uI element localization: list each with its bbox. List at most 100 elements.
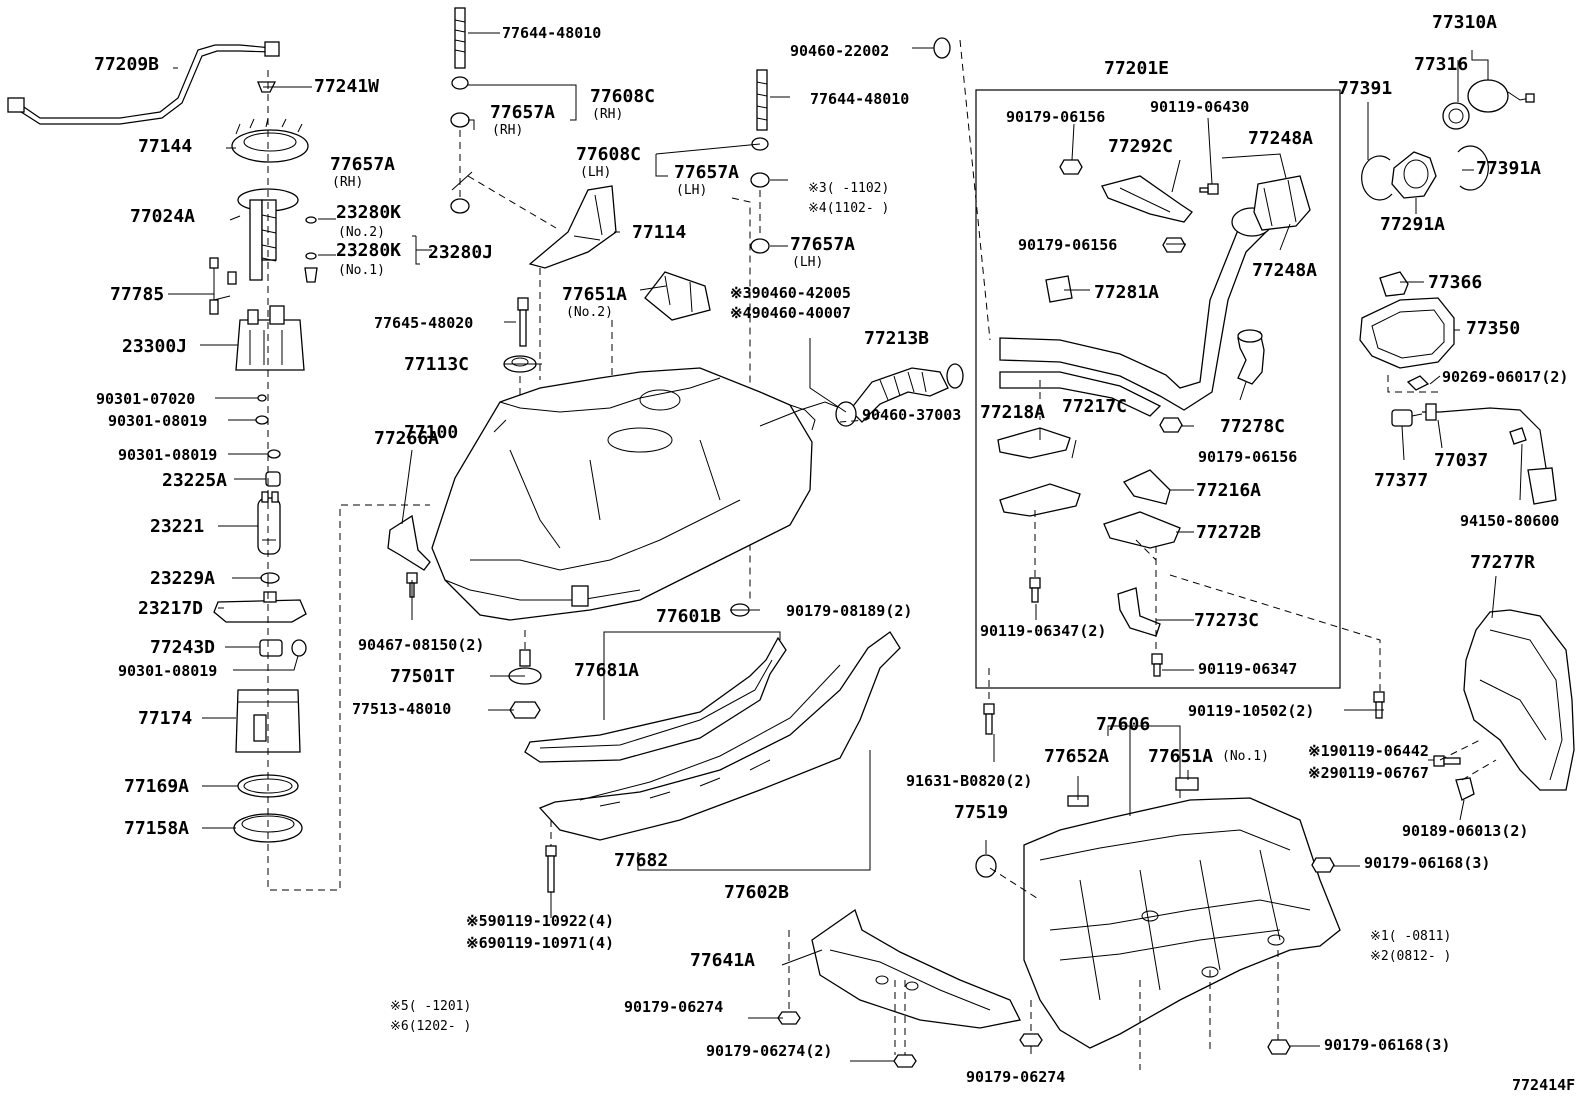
label-77169A: 77169A xyxy=(124,776,189,797)
label-77113C: 77113C xyxy=(404,354,469,375)
label-90189-06013: 90189-06013(2) xyxy=(1402,822,1528,840)
label-77292C: 77292C xyxy=(1108,136,1173,157)
label-23217D: 23217D xyxy=(138,598,203,619)
grommet-77519 xyxy=(975,854,997,878)
small-parts-23280k xyxy=(304,216,318,283)
filter-23217d xyxy=(213,591,307,623)
label-77519: 77519 xyxy=(954,802,1008,823)
clip-77281a xyxy=(1045,275,1073,303)
bolt-90119-06347-a xyxy=(1029,577,1041,603)
label-77513-48010: 77513-48010 xyxy=(352,700,451,718)
fuel-door-77350 xyxy=(1359,297,1455,369)
label-77785: 77785 xyxy=(110,284,164,305)
label-77216A: 77216A xyxy=(1196,480,1261,501)
nut-90179-06168-a xyxy=(1311,857,1335,873)
bracket-77272b xyxy=(1103,511,1181,549)
label-77657A-rh2: 77657A xyxy=(330,154,395,175)
label-77641A: 77641A xyxy=(690,950,755,971)
label-90301-08019-c: 90301-08019 xyxy=(118,662,217,680)
label-90119-06347-b: 90119-06347 xyxy=(1198,660,1297,678)
suction-cup-77174 xyxy=(235,689,301,753)
cushion-77608c-rh xyxy=(450,76,470,214)
label-77682: 77682 xyxy=(614,850,668,871)
fender-liner-77277r xyxy=(1463,609,1575,791)
label-77391A: 77391A xyxy=(1476,158,1541,179)
label-77158A: 77158A xyxy=(124,818,189,839)
gasket-77316 xyxy=(1442,102,1470,130)
label-77657A-lh1: 77657A xyxy=(674,162,739,183)
label-77608C-lh: 77608C xyxy=(576,144,641,165)
label-90119-10971: ※690119-10971(4) xyxy=(466,934,614,952)
bracket-77218a xyxy=(997,427,1071,459)
regulator-77243d xyxy=(259,639,307,657)
label-77217C: 77217C xyxy=(1062,396,1127,417)
label-77241W: 77241W xyxy=(314,76,379,97)
bolt-77645-48020 xyxy=(517,297,529,347)
label-77651A-no2: 77651A xyxy=(562,284,627,305)
bracket-77216a xyxy=(1123,469,1171,505)
label-91631-B0820: 91631-B0820(2) xyxy=(906,772,1032,790)
label-23221: 23221 xyxy=(150,516,204,537)
label-77501T: 77501T xyxy=(390,666,455,687)
label-90179-06156-c: 90179-06156 xyxy=(1198,448,1297,466)
label-77037: 77037 xyxy=(1434,450,1488,471)
label-23280K-2-note: (No.1) xyxy=(338,263,385,278)
note-6-range: ※6(1202- ) xyxy=(390,1019,471,1034)
label-77248A-a: 77248A xyxy=(1248,128,1313,149)
label-77645-48020: 77645-48020 xyxy=(374,314,473,332)
ring-77391 xyxy=(1361,155,1393,201)
protector-77641a xyxy=(811,908,1021,1029)
label-77651A-no1-note: (No.1) xyxy=(1222,749,1269,764)
label-77277R: 77277R xyxy=(1470,552,1535,573)
label-90179-08189: 90179-08189(2) xyxy=(786,602,912,620)
screw-90269-06017 xyxy=(1406,375,1430,391)
diagram-id: 772414F xyxy=(1512,1076,1575,1094)
nut-90179-06274-c xyxy=(1019,1033,1043,1047)
part-number-labels: 77209B 77241W 77144 77024A 23280K (No.2)… xyxy=(94,12,1575,1094)
pad-77651a-no1 xyxy=(1175,777,1199,791)
protector-77606 xyxy=(1023,797,1341,1049)
filler-neck-77291a xyxy=(1391,151,1437,199)
protector-77651a-no2 xyxy=(644,271,711,321)
fuel-tank-77100 xyxy=(431,367,816,621)
label-90179-06156-a: 90179-06156 xyxy=(1006,108,1105,126)
label-23300J: 23300J xyxy=(122,336,187,357)
stud-bolt-77644-left xyxy=(454,7,466,69)
label-23229A: 23229A xyxy=(150,568,215,589)
label-77248A-b: 77248A xyxy=(1252,260,1317,281)
clip-90189-06013 xyxy=(1455,777,1475,801)
bracket-77292c xyxy=(1101,175,1193,223)
tank-band-77681a xyxy=(524,636,787,763)
label-90119-10502: 90119-10502(2) xyxy=(1188,702,1314,720)
leader-lines xyxy=(168,32,1523,1062)
label-77366: 77366 xyxy=(1428,272,1482,293)
protector-77114 xyxy=(528,185,617,269)
label-94150-80600: 94150-80600 xyxy=(1460,512,1559,530)
label-90269-06017: 90269-06017(2) xyxy=(1442,368,1568,386)
label-90179-06168-a: 90179-06168(3) xyxy=(1364,854,1490,872)
label-90460-40007: ※490460-40007 xyxy=(730,304,851,322)
lid-opener-77377 xyxy=(1391,409,1423,427)
label-77644-48010-a: 77644-48010 xyxy=(502,24,601,42)
label-90119-06430: 90119-06430 xyxy=(1150,98,1249,116)
label-77651A-no1: 77651A xyxy=(1148,746,1213,767)
label-77281A: 77281A xyxy=(1094,282,1159,303)
nut-90179-06168-b xyxy=(1267,1039,1291,1055)
label-77278C: 77278C xyxy=(1220,416,1285,437)
bolt-77501t xyxy=(508,649,542,685)
label-77652A: 77652A xyxy=(1044,746,1109,767)
fuel-sender-wire-harness xyxy=(7,41,280,125)
label-77209B: 77209B xyxy=(94,54,159,75)
clamp-90460-22002 xyxy=(933,37,951,59)
label-90119-06767: ※290119-06767 xyxy=(1308,764,1429,782)
fuel-pump-23221 xyxy=(257,491,281,555)
bolt-90119-06347-b xyxy=(1151,653,1163,677)
label-77218A: 77218A xyxy=(980,402,1045,423)
label-77391: 77391 xyxy=(1338,78,1392,99)
label-77291A: 77291A xyxy=(1380,214,1445,235)
bracket-77266a xyxy=(387,514,431,571)
label-77657A-lh2: 77657A xyxy=(790,234,855,255)
fuel-pump-bracket-23300j xyxy=(235,305,305,371)
label-77213B: 77213B xyxy=(864,328,929,349)
